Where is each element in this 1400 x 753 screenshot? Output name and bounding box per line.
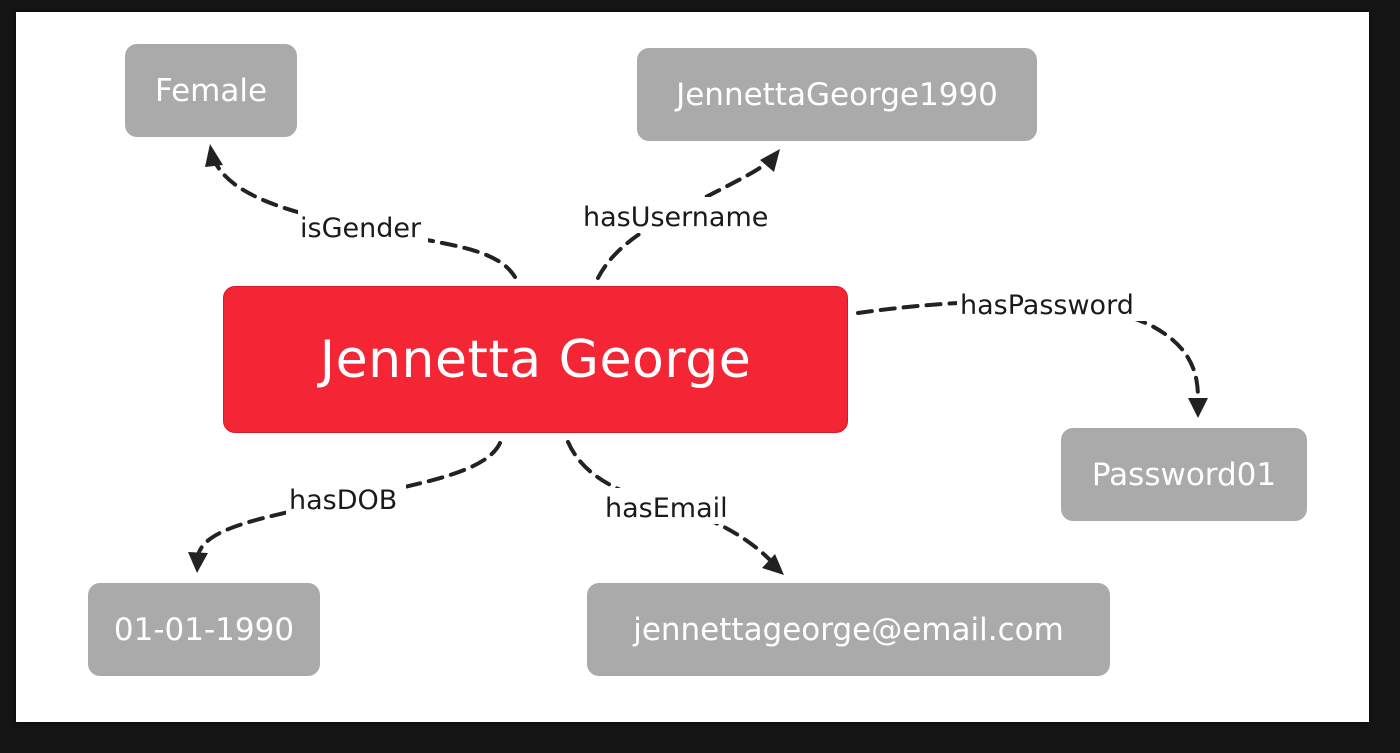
edge-has-email-label: hasEmail: [605, 493, 728, 524]
node-username-label: JennettaGeorge1990: [676, 76, 998, 113]
edge-is-gender: isGender: [205, 144, 517, 279]
edge-has-username-label-bg: [580, 197, 776, 233]
node-username: JennettaGeorge1990: [637, 48, 1037, 141]
node-password: Password01: [1061, 428, 1307, 521]
edge-has-dob-arrowhead: [188, 552, 208, 573]
node-email-label: jennettageorge@email.com: [633, 611, 1064, 648]
node-email: jennettageorge@email.com: [587, 583, 1110, 676]
edge-has-username-arrowhead: [760, 149, 780, 172]
edge-has-password-label: hasPassword: [960, 290, 1134, 321]
edge-has-email-label-bg: [602, 488, 735, 524]
edge-is-gender-label-bg: [298, 208, 428, 244]
node-jennetta-george-label: Jennetta George: [319, 329, 752, 390]
edge-has-username-label: hasUsername: [583, 202, 768, 233]
edge-has-dob-label: hasDOB: [289, 485, 397, 516]
edge-is-gender-arrowhead: [205, 144, 223, 167]
node-female-label: Female: [154, 72, 268, 109]
edge-has-password-arrowhead: [1188, 398, 1208, 418]
edge-has-dob: hasDOB: [188, 441, 502, 573]
node-jennetta-george: Jennetta George: [223, 286, 848, 433]
edge-has-email-arrowhead: [762, 554, 784, 575]
edge-has-username: hasUsername: [580, 149, 780, 280]
edge-has-password-label-bg: [957, 285, 1147, 321]
node-dob-label: 01-01-1990: [113, 611, 295, 648]
node-password-label: Password01: [1091, 456, 1277, 493]
edge-is-gender-label: isGender: [300, 213, 422, 244]
edge-has-dob-label-bg: [286, 480, 406, 516]
edge-has-email-line: [566, 440, 772, 562]
node-female: Female: [125, 44, 297, 137]
node-dob: 01-01-1990: [88, 583, 320, 676]
edge-has-email: hasEmail: [566, 440, 784, 575]
edge-has-password: hasPassword: [856, 285, 1208, 418]
